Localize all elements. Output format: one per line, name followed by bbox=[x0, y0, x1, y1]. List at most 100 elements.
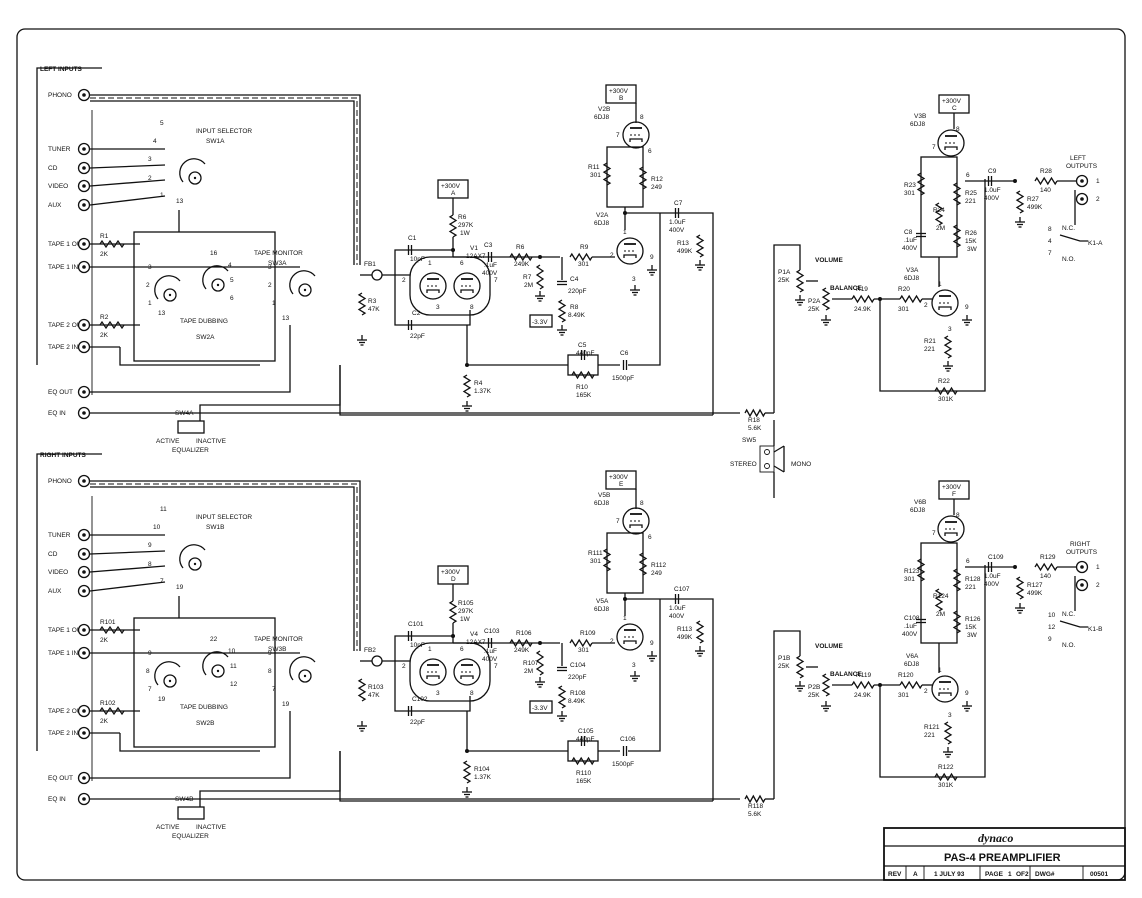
v3b-ref: V3B bbox=[914, 113, 926, 120]
volume-label: VOLUME bbox=[815, 257, 843, 264]
rca-jack bbox=[77, 547, 91, 561]
resistor bbox=[602, 162, 612, 186]
r18-value: 5.6K bbox=[748, 425, 762, 432]
ground-symbol bbox=[647, 265, 657, 276]
c6-ref: C106 bbox=[620, 736, 636, 743]
r2-ref: R102 bbox=[100, 700, 116, 707]
tape-monitor-switch bbox=[289, 656, 316, 683]
tb-rev-value: A bbox=[913, 871, 918, 878]
resistor bbox=[899, 294, 923, 304]
c1-ref: C1 bbox=[408, 235, 417, 242]
jack-pin bbox=[82, 323, 86, 327]
switch-pin: 19 bbox=[158, 696, 166, 703]
capacitor bbox=[622, 360, 628, 370]
jack-pin bbox=[1080, 179, 1084, 183]
r28-value: 140 bbox=[1040, 573, 1051, 580]
resistor bbox=[943, 721, 953, 745]
relay-no: N.O. bbox=[1062, 256, 1076, 263]
mono-label: MONO bbox=[791, 461, 811, 468]
ground-symbol bbox=[962, 701, 972, 712]
switch-pin: 22 bbox=[210, 636, 218, 643]
r3-ref: R3 bbox=[368, 298, 377, 305]
r6b-ref: R106 bbox=[516, 630, 532, 637]
input-selector-switch bbox=[179, 544, 206, 571]
r8-value: 8.49K bbox=[568, 312, 586, 319]
relay-nc: N.C. bbox=[1062, 225, 1075, 232]
junction-dot bbox=[451, 634, 455, 638]
relay-id: K1-A bbox=[1088, 240, 1103, 247]
capacitor bbox=[580, 350, 586, 360]
switch-pivot bbox=[216, 283, 220, 287]
wire bbox=[89, 581, 166, 592]
r23-ref: R23 bbox=[904, 182, 916, 189]
r22-value: 301K bbox=[938, 782, 954, 789]
junction-dot bbox=[538, 255, 542, 259]
r3-ref: R103 bbox=[368, 684, 384, 691]
switch-wafer bbox=[154, 275, 181, 300]
jack-label: TAPE 1 IN bbox=[48, 264, 79, 271]
r23-value: 301 bbox=[904, 576, 915, 583]
rca-jack bbox=[77, 792, 91, 806]
r28-ref: R129 bbox=[1040, 554, 1056, 561]
phono-signal bbox=[90, 483, 358, 651]
jack-pin bbox=[82, 345, 86, 349]
tube-pin: 6 bbox=[460, 646, 464, 653]
r6-ref: R6 bbox=[458, 214, 467, 221]
rca-jack bbox=[77, 260, 91, 274]
ground-symbol bbox=[1015, 217, 1025, 228]
tube-pin: 1 bbox=[938, 281, 942, 288]
jack-pin bbox=[82, 166, 86, 170]
outputs-label: RIGHT bbox=[1070, 541, 1090, 548]
ferrite-bead bbox=[371, 655, 383, 667]
resistor bbox=[934, 202, 944, 226]
resistor bbox=[795, 655, 805, 679]
r9-ref: R109 bbox=[580, 630, 596, 637]
resistor bbox=[695, 234, 705, 258]
phono-shield bbox=[90, 94, 361, 265]
r10-ref: R110 bbox=[576, 770, 591, 777]
capacitor bbox=[407, 320, 413, 330]
wire bbox=[89, 565, 166, 573]
switch-wafer bbox=[202, 651, 229, 676]
r25-value: 221 bbox=[965, 198, 976, 205]
triode-section bbox=[453, 272, 481, 300]
tube-pin: 6 bbox=[460, 260, 464, 267]
jack-label: PHONO bbox=[48, 478, 72, 485]
tube-envelope bbox=[937, 129, 965, 157]
section-frame bbox=[36, 453, 102, 751]
v2b-type: 6DJ8 bbox=[594, 500, 610, 507]
tube-cathode bbox=[938, 306, 952, 310]
junction-dot bbox=[451, 248, 455, 252]
tube-cathode bbox=[460, 675, 474, 679]
input-selector-id: SW1B bbox=[206, 524, 224, 531]
switch-pivot bbox=[303, 674, 307, 678]
supply-voltage: +300V bbox=[441, 183, 461, 190]
jack-pin bbox=[82, 552, 86, 556]
tape-dub-id: SW2A bbox=[196, 334, 215, 341]
c7-ref: C7 bbox=[674, 200, 683, 207]
jack-label: EQ OUT bbox=[48, 775, 73, 782]
capacitor bbox=[622, 746, 628, 756]
eq-switch-id: SW4B bbox=[175, 796, 193, 803]
r26-value: 15K bbox=[965, 624, 977, 631]
ground-symbol bbox=[462, 787, 472, 798]
ground-symbol bbox=[821, 315, 831, 326]
eq-inactive-label: INACTIVE bbox=[196, 824, 227, 831]
tube-pin: 6 bbox=[648, 148, 652, 155]
r6b-value: 249K bbox=[514, 261, 530, 268]
tube-cathode bbox=[629, 138, 643, 142]
switch-pin: 6 bbox=[230, 295, 234, 302]
resistor bbox=[1015, 190, 1025, 214]
switch-pin: 7 bbox=[272, 686, 276, 693]
rca-jack bbox=[77, 646, 91, 660]
triode-v2a bbox=[616, 623, 644, 651]
switch-pin: 7 bbox=[148, 686, 152, 693]
tape-dub-frame bbox=[133, 617, 276, 748]
eq-active-label: ACTIVE bbox=[156, 438, 180, 445]
tb-dwg-num: 00501 bbox=[1090, 871, 1108, 878]
resistor bbox=[571, 370, 595, 380]
jack-label: TAPE 1 OUT bbox=[48, 241, 85, 248]
eq-active-label: ACTIVE bbox=[156, 824, 180, 831]
relay-contact bbox=[1059, 620, 1088, 628]
c5-value: 440pF bbox=[576, 736, 594, 743]
